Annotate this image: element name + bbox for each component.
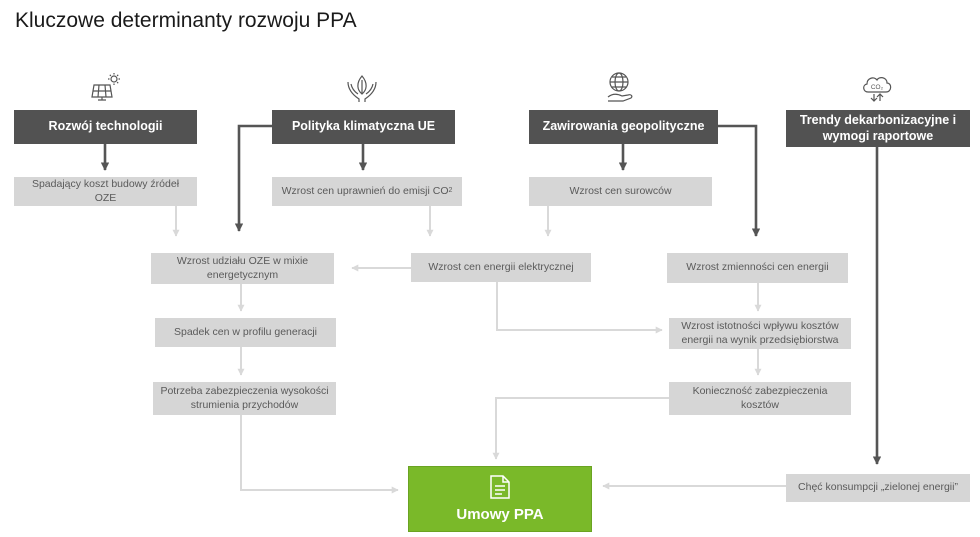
- arrow-geo-to-volatility: [718, 124, 761, 237]
- document-icon: [490, 474, 510, 499]
- page-title: Kluczowe determinanty rozwoju PPA: [15, 9, 357, 32]
- driver-technology: Rozwój technologii: [14, 110, 197, 144]
- driver-geopolitics: Zawirowania geopolityczne: [529, 110, 718, 144]
- effect-oze-share: Wzrost udziału OZE w mixie energetycznym: [151, 253, 334, 284]
- effect-revenue-security: Potrzeba zabezpieczenia wysokości strumi…: [153, 382, 336, 415]
- effect-green-energy: Chęć konsumpcji „zielonej energii”: [786, 474, 970, 502]
- driver-decarbonization: Trendy dekarbonizacyjne i wymogi raporto…: [786, 110, 970, 147]
- result-ppa: Umowy PPA: [408, 466, 592, 532]
- effect-oze-cost: Spadający koszt budowy źródeł OZE: [14, 177, 197, 206]
- effect-raw-materials: Wzrost cen surowców: [529, 177, 712, 206]
- solar-panel-icon: [91, 73, 120, 101]
- arrow-revenue-to-ppa: [240, 415, 399, 494]
- co2-subscript: 2: [448, 187, 453, 195]
- effect-cost-significance: Wzrost istotności wpływu kosztów energii…: [669, 318, 851, 349]
- hands-leaf-icon: [347, 75, 377, 102]
- effect-cost-security: Konieczność zabezpieczenia kosztów: [669, 382, 851, 415]
- co2-label: CO₂: [871, 84, 884, 91]
- arrow-policy-to-oze-share: [234, 124, 272, 232]
- result-label: Umowy PPA: [456, 505, 544, 523]
- effect-electricity-price: Wzrost cen energii elektrycznej: [411, 253, 591, 282]
- arrow-electricity-to-cost-significance: [496, 282, 663, 334]
- arrow-cost-security-to-ppa: [492, 397, 669, 460]
- effect-volatility: Wzrost zmienności cen energii: [667, 253, 848, 283]
- driver-climate-policy: Polityka klimatyczna UE: [272, 110, 455, 144]
- globe-hand-icon: [607, 72, 633, 102]
- effect-profile-price-drop: Spadek cen w profilu generacji: [155, 318, 336, 347]
- effect-co2-price-text: Wzrost cen uprawnień do emisji CO: [281, 184, 449, 197]
- co2-cloud-icon: CO₂: [863, 77, 892, 102]
